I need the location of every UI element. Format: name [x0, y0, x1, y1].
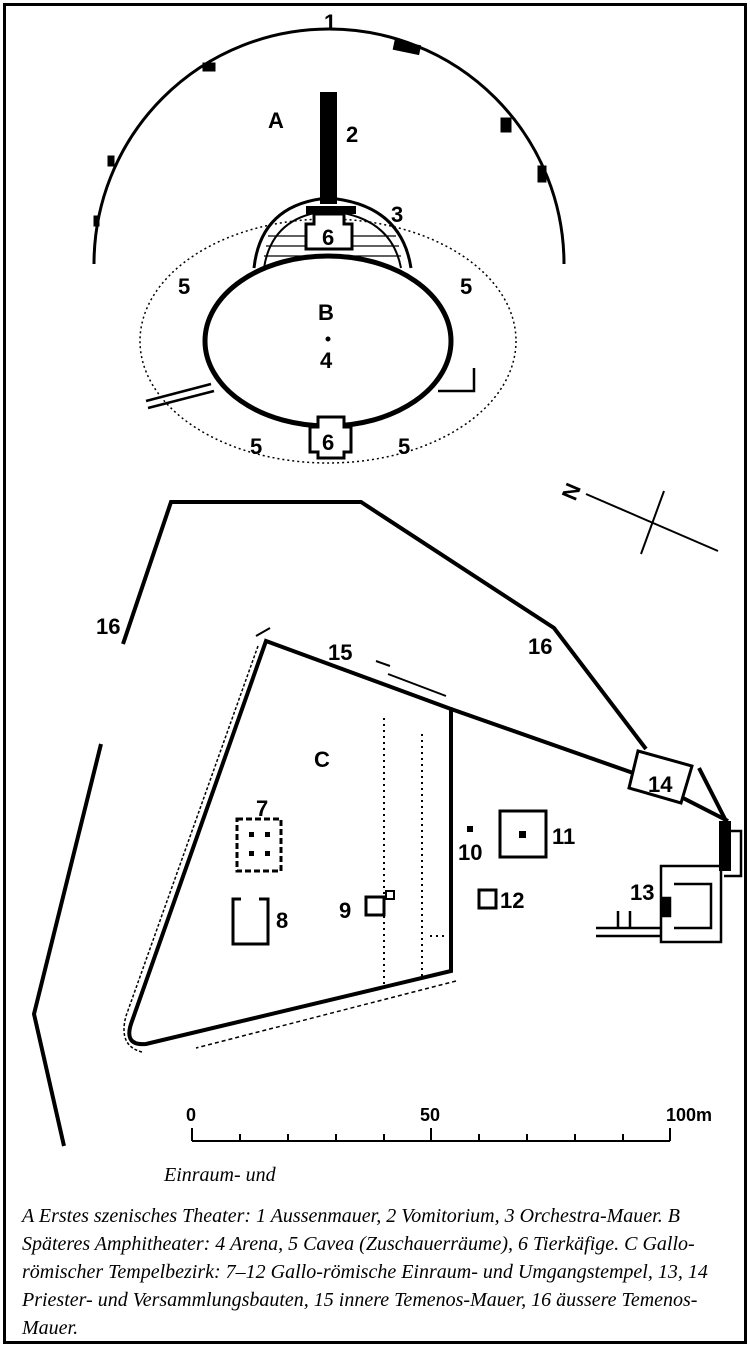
label-14: 14 [648, 772, 673, 797]
north-arrow-label: N [557, 479, 586, 503]
arena-center-point [325, 336, 331, 342]
temple-8 [231, 897, 270, 946]
scale-tick-0: 0 [186, 1105, 196, 1125]
label-5-nw: 5 [178, 274, 190, 299]
site-plan: N [31, 10, 743, 1147]
theater-outer-wall [92, 27, 566, 265]
label-A: A [268, 108, 284, 133]
arena-entrance-walls [145, 368, 476, 410]
outer-temenos-wall [31, 500, 728, 1147]
gate-block [719, 821, 731, 871]
label-16-west: 16 [96, 614, 120, 639]
label-6-north: 6 [322, 225, 334, 250]
animal-cage-south [308, 415, 353, 460]
caption-fragment: Einraum- und [164, 1164, 276, 1186]
building-14 [627, 749, 694, 805]
temple-12 [477, 888, 498, 910]
label-16-east: 16 [528, 634, 552, 659]
label-4: 4 [320, 348, 333, 373]
label-C: C [314, 747, 330, 772]
scale-tick-100: 100m [666, 1105, 712, 1125]
label-B: B [318, 300, 334, 325]
north-arrow [585, 490, 719, 555]
colonnade-traces [383, 718, 448, 984]
scale-bar [191, 1128, 671, 1142]
label-12: 12 [500, 888, 524, 913]
label-8: 8 [276, 908, 288, 933]
label-9: 9 [339, 898, 351, 923]
inner-temenos-wall [123, 627, 729, 1053]
label-10: 10 [458, 840, 482, 865]
building-13 [596, 829, 743, 944]
animal-cage-north [304, 212, 354, 251]
label-11: 11 [552, 824, 575, 849]
figure-frame: N [3, 3, 747, 1344]
temple-10 [467, 826, 473, 832]
label-3: 3 [391, 202, 403, 227]
label-5-se: 5 [398, 434, 410, 459]
vomitorium [320, 92, 337, 204]
scale-tick-50: 50 [420, 1105, 440, 1125]
temple-7 [235, 817, 283, 873]
label-7: 7 [256, 796, 268, 821]
label-6-south: 6 [322, 430, 334, 455]
label-2: 2 [346, 122, 358, 147]
temple-9 [364, 890, 395, 917]
label-1: 1 [324, 10, 336, 35]
temple-11 [498, 809, 548, 859]
label-5-sw: 5 [250, 434, 262, 459]
orchestra-wall [252, 196, 413, 269]
label-5-ne: 5 [460, 274, 472, 299]
cavea-boundary [139, 218, 517, 464]
figure-caption: A Erstes szenisches Theater: 1 Aussenmau… [22, 1205, 708, 1339]
label-15: 15 [328, 640, 352, 665]
label-13: 13 [630, 880, 654, 905]
